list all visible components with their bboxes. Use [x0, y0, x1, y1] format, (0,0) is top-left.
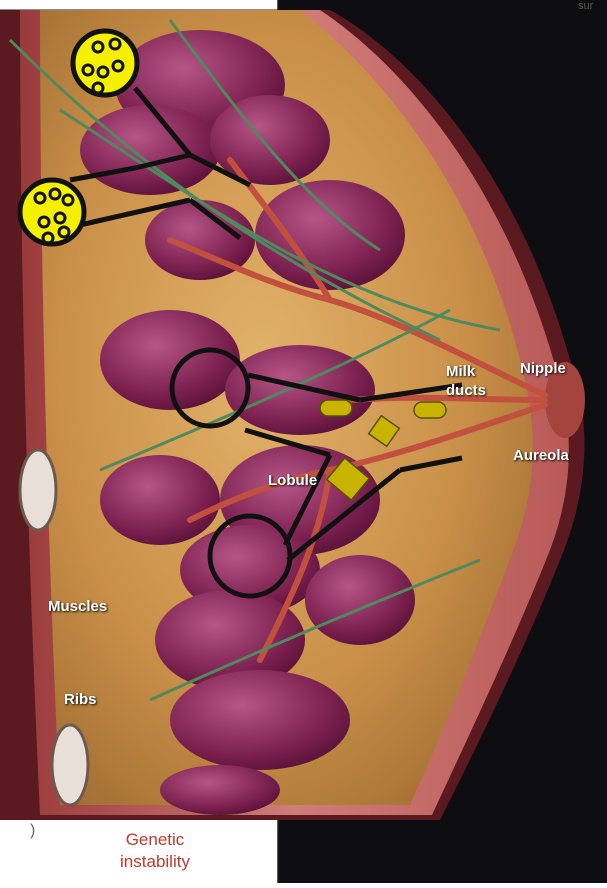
caption-line-2: instability — [100, 851, 210, 873]
cell-cluster-icon-2 — [20, 180, 84, 244]
rib-lower — [52, 725, 88, 805]
label-nipple: Nipple — [520, 360, 566, 377]
bracket-glyph: ) — [30, 822, 35, 840]
label-milk: Milk — [446, 363, 475, 380]
label-muscles: Muscles — [48, 598, 107, 615]
rib-upper — [20, 450, 56, 530]
label-ribs: Ribs — [64, 691, 97, 708]
corner-text: sur — [578, 0, 593, 12]
label-lobule: Lobule — [268, 472, 317, 489]
caption-line-1: Genetic — [100, 829, 210, 851]
caption: Genetic instability — [100, 829, 210, 873]
label-aureola: Aureola — [513, 447, 569, 464]
cell-cluster-icon — [73, 31, 137, 95]
label-ducts: ducts — [446, 382, 486, 399]
